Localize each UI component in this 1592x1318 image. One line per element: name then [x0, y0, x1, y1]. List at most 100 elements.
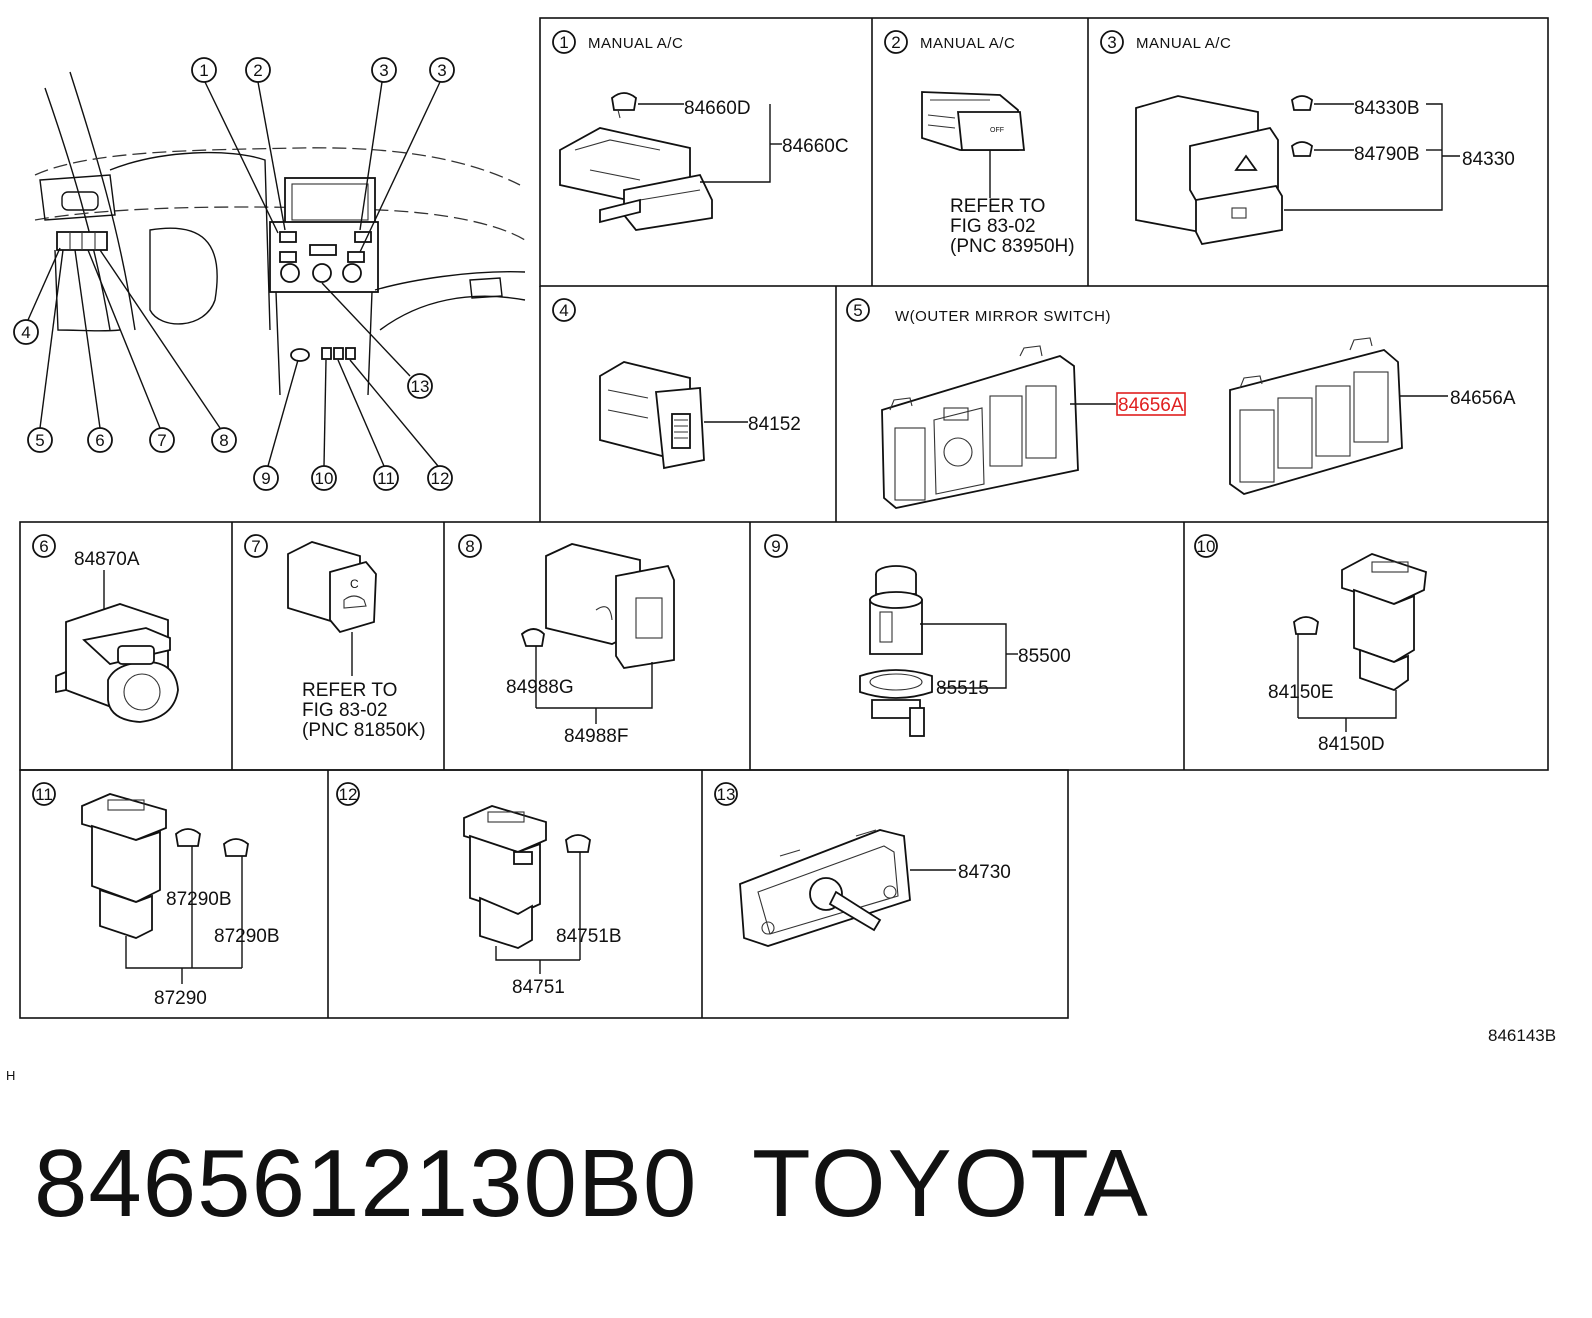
svg-text:10: 10 — [1197, 537, 1216, 556]
svg-text:C: C — [350, 577, 359, 591]
callout-4: 4 — [13, 247, 61, 345]
refer-line-1: REFER TO — [302, 680, 397, 701]
label-84751: 84751 — [512, 977, 565, 998]
parts-diagram: 1 2 3 3 4 5 6 — [13, 17, 1549, 1019]
svg-text:12: 12 — [431, 469, 450, 488]
svg-text:7: 7 — [157, 431, 166, 450]
svg-text:1: 1 — [559, 33, 568, 52]
svg-text:MANUAL A/C: MANUAL A/C — [1136, 35, 1231, 52]
svg-text:9: 9 — [771, 537, 780, 556]
callout-3a: 3 — [359, 57, 397, 231]
svg-text:OFF: OFF — [990, 127, 1004, 134]
corner-mark: H — [6, 1068, 16, 1083]
highlight-box-84656a — [1116, 392, 1186, 416]
label-87290: 87290 — [154, 988, 207, 1009]
svg-text:3: 3 — [379, 61, 388, 80]
svg-text:4: 4 — [559, 301, 568, 320]
refer-line-3: (PNC 81850K) — [302, 720, 426, 741]
callout-5: 5 — [27, 249, 64, 453]
dashboard-overview — [34, 71, 526, 396]
svg-text:7: 7 — [251, 537, 260, 556]
cigarette-lighter-shape — [859, 565, 933, 737]
panel-2: 2 MANUAL A/C OFF REFER TO FIG 83-02 (PNC… — [884, 30, 1075, 257]
label-84330b: 84330B — [1354, 98, 1420, 119]
panel-grid — [19, 17, 1549, 1019]
switch-84660c-shape — [559, 92, 713, 231]
svg-text:2: 2 — [891, 33, 900, 52]
svg-text:3: 3 — [1107, 33, 1116, 52]
label-84730: 84730 — [958, 862, 1011, 883]
label-84660c: 84660C — [782, 136, 849, 157]
diagram-code: 846143B — [1488, 1026, 1557, 1045]
svg-text:9: 9 — [261, 469, 270, 488]
svg-text:W(OUTER MIRROR SWITCH): W(OUTER MIRROR SWITCH) — [895, 308, 1111, 325]
dimmer-switch-84152-shape — [599, 361, 705, 470]
svg-text:10: 10 — [315, 469, 334, 488]
panel-10: 10 84150E 84150D — [1194, 534, 1427, 755]
switch-bezel-left-shape — [881, 345, 1079, 509]
svg-text:12: 12 — [339, 785, 358, 804]
svg-text:13: 13 — [411, 377, 430, 396]
svg-text:4: 4 — [21, 323, 30, 342]
switch-87290-shape — [81, 793, 249, 939]
panel-13: 13 84730 — [714, 782, 1011, 947]
label-85500: 85500 — [1018, 646, 1071, 667]
brand-title: TOYOTA — [752, 1130, 1150, 1237]
label-84656a-highlighted: 84656A — [1118, 395, 1184, 416]
part-number-title: 8465612130B0 — [34, 1130, 698, 1237]
svg-text:6: 6 — [39, 537, 48, 556]
overview-callouts: 1 2 3 3 4 5 6 — [13, 57, 455, 491]
svg-text:2: 2 — [253, 61, 262, 80]
svg-text:11: 11 — [377, 469, 395, 488]
label-84150d: 84150D — [1318, 734, 1385, 755]
mirror-switch-84870a-shape — [55, 603, 179, 723]
svg-text:13: 13 — [717, 785, 736, 804]
switch-83950h-shape: OFF — [921, 91, 1025, 151]
svg-text:5: 5 — [35, 431, 44, 450]
panel-3: 3 MANUAL A/C 84330B 84790B 84330 — [1100, 30, 1515, 246]
panel-7: 7 C REFER TO FIG 83-02 (PNC 81850K) — [244, 534, 426, 741]
label-84790b: 84790B — [1354, 144, 1420, 165]
label-84150e: 84150E — [1268, 682, 1334, 703]
label-85515: 85515 — [936, 678, 989, 699]
switch-84150d-shape — [1293, 553, 1427, 692]
callout-2: 2 — [245, 57, 286, 231]
svg-text:MANUAL A/C: MANUAL A/C — [920, 35, 1015, 52]
svg-text:1: 1 — [199, 61, 208, 80]
label-84152: 84152 — [748, 414, 801, 435]
svg-text:8: 8 — [219, 431, 228, 450]
svg-text:11: 11 — [35, 785, 53, 804]
svg-text:MANUAL A/C: MANUAL A/C — [588, 35, 683, 52]
callout-8: 8 — [99, 249, 237, 453]
callout-3b: 3 — [359, 57, 455, 253]
panel-1: 1 MANUAL A/C 84660D 84660C — [552, 30, 849, 231]
label-84988g: 84988G — [506, 677, 574, 698]
callout-11: 11 — [337, 359, 399, 491]
label-84751b: 84751B — [556, 926, 622, 947]
panel-5: 5 W(OUTER MIRROR SWITCH) 84656A 84656A — [846, 298, 1516, 509]
refer-line-3: (PNC 83950H) — [950, 236, 1075, 257]
panel-11: 11 87290B 87290B 87290 — [32, 782, 280, 1009]
refer-line-2: FIG 83-02 — [302, 700, 388, 721]
svg-text:8: 8 — [465, 537, 474, 556]
refer-line-2: FIG 83-02 — [950, 216, 1036, 237]
label-84870a: 84870A — [74, 549, 140, 570]
label-87290b-1: 87290B — [166, 889, 232, 910]
refer-line-1: REFER TO — [950, 196, 1045, 217]
callout-10: 10 — [311, 359, 337, 491]
panel-4: 4 84152 — [552, 298, 801, 470]
callout-7: 7 — [87, 249, 175, 453]
callout-9: 9 — [253, 359, 299, 491]
panel-12: 12 84751B 84751 — [336, 782, 622, 998]
callout-6: 6 — [74, 249, 113, 453]
hazard-switch-shape — [1135, 95, 1313, 246]
panel-6: 6 84870A — [32, 534, 179, 723]
svg-text:6: 6 — [95, 431, 104, 450]
svg-text:3: 3 — [437, 61, 446, 80]
label-87290b-2: 87290B — [214, 926, 280, 947]
panel-8: 8 84988G 84988F — [458, 534, 675, 747]
panel-9: 9 85500 85515 — [764, 534, 1071, 737]
switch-84751-shape — [463, 805, 591, 949]
callout-12: 12 — [349, 359, 453, 491]
switch-81850k-shape: C — [287, 541, 377, 634]
